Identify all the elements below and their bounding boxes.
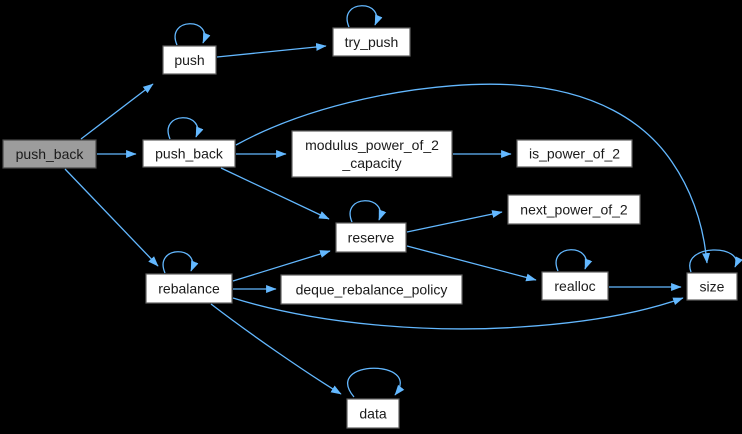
node-box[interactable]: [162, 45, 217, 75]
node-box[interactable]: [686, 272, 738, 301]
node-push[interactable]: push: [162, 45, 217, 75]
edge-push-self: [174, 23, 211, 46]
node-data[interactable]: data: [346, 398, 400, 429]
node-box[interactable]: [280, 274, 463, 305]
edge-reserve-next_power_of_2: [406, 210, 503, 233]
node-deque-rebalance-policy[interactable]: deque_rebalance_policy: [280, 274, 463, 305]
edge-push_back-self: [167, 117, 204, 140]
node-try-push[interactable]: try_push: [332, 27, 411, 57]
node-label: is_power_of_2: [529, 146, 620, 162]
node-label: rebalance: [158, 281, 220, 297]
node-label: reserve: [348, 230, 395, 246]
edge-push-try_push: [216, 43, 327, 58]
edge-rebalance-self: [162, 251, 199, 274]
edge-data-self: [347, 367, 405, 398]
node-push-back-main[interactable]: push_back: [2, 139, 97, 169]
node-box[interactable]: [541, 271, 609, 301]
edge-rebalance-size: [232, 297, 684, 330]
node-label: deque_rebalance_policy: [296, 282, 448, 298]
node-modulus-power-of-2-capacity[interactable]: modulus_power_of_2 _capacity: [291, 130, 453, 178]
node-box[interactable]: [335, 222, 407, 253]
node-label: try_push: [345, 34, 399, 50]
node-box[interactable]: [291, 130, 453, 178]
edge-realloc-self: [555, 249, 593, 272]
node-box[interactable]: [346, 398, 400, 429]
node-size[interactable]: size: [686, 272, 738, 301]
node-reserve[interactable]: reserve: [335, 222, 407, 253]
node-label: realloc: [554, 278, 595, 294]
node-next-power-of-2[interactable]: next_power_of_2: [507, 194, 641, 225]
edge-push_back-size: [235, 83, 711, 264]
edge-push_back_main-push: [80, 83, 154, 140]
node-rebalance[interactable]: rebalance: [145, 273, 233, 304]
node-box[interactable]: [2, 139, 97, 169]
node-label-line1: modulus_power_of_2: [305, 137, 439, 153]
edge-rebalance-data: [210, 303, 342, 395]
node-label: push: [174, 52, 204, 68]
node-is-power-of-2[interactable]: is_power_of_2: [516, 139, 633, 168]
edge-push_back_main-rebalance: [64, 168, 159, 267]
node-label: push_back: [155, 146, 224, 162]
edge-reserve-realloc: [406, 245, 537, 282]
node-label: size: [700, 279, 725, 295]
node-label: next_power_of_2: [520, 202, 628, 218]
node-label: push_back: [16, 146, 85, 162]
node-realloc[interactable]: realloc: [541, 271, 609, 301]
edge-reserve-self: [349, 200, 387, 223]
node-box[interactable]: [516, 139, 633, 168]
node-box[interactable]: [142, 139, 236, 168]
edge-rebalance-reserve: [232, 250, 331, 282]
node-box[interactable]: [145, 273, 233, 304]
edge-size-self: [689, 249, 742, 273]
node-box[interactable]: [332, 27, 411, 57]
node-box[interactable]: [507, 194, 641, 225]
node-push-back[interactable]: push_back: [142, 139, 236, 168]
edge-push_back-reserve: [220, 167, 330, 220]
edge-try_push-self: [346, 5, 383, 28]
node-label-line2: _capacity: [341, 155, 401, 171]
node-label: data: [359, 406, 386, 422]
